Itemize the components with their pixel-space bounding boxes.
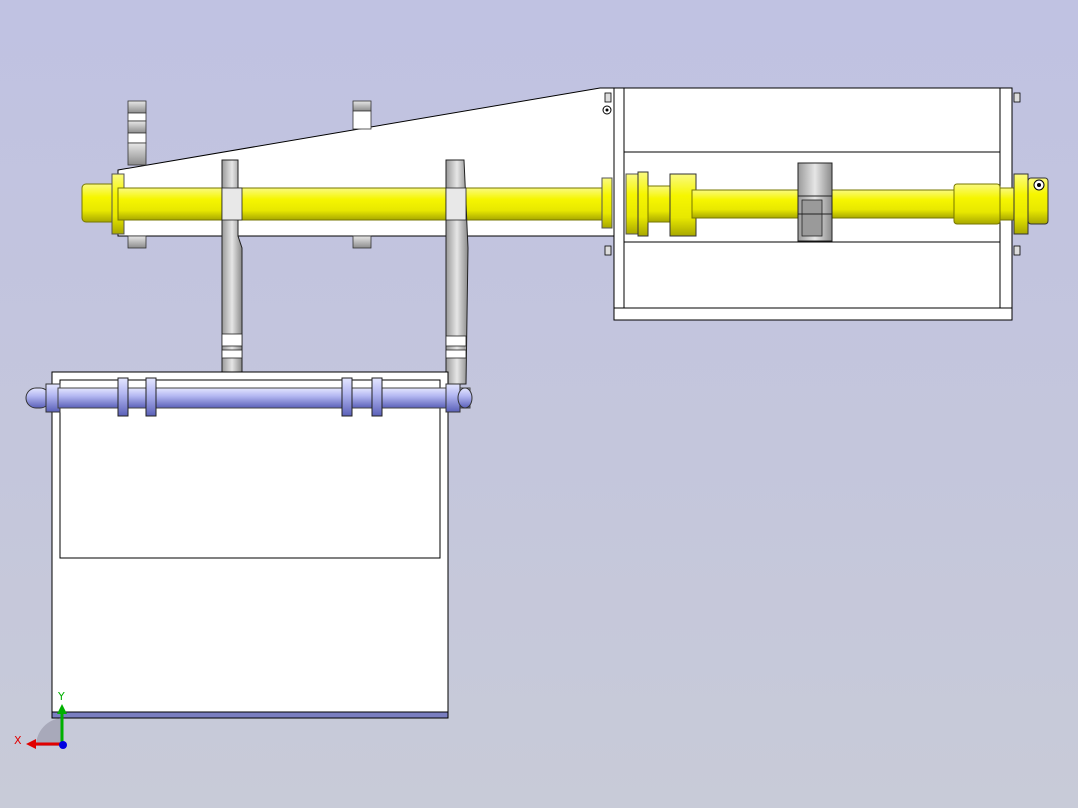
lower-frame[interactable] — [51, 371, 449, 719]
left-sprocket[interactable] — [127, 100, 147, 249]
y-axis-label: Y — [57, 690, 65, 703]
main-yellow-shaft[interactable] — [81, 173, 613, 235]
frame-bolts — [602, 92, 1021, 256]
right-lever-arm[interactable] — [445, 159, 469, 385]
left-lever-arm[interactable] — [221, 159, 243, 385]
center-sprocket[interactable] — [352, 100, 372, 249]
z-axis-dot — [59, 741, 67, 749]
shaft-collar[interactable] — [797, 162, 833, 242]
right-yellow-shaft[interactable] — [625, 171, 1049, 237]
lower-blue-shaft[interactable] — [25, 377, 473, 417]
x-axis-label: X — [14, 734, 22, 747]
coordinate-triad: Y X — [14, 690, 67, 749]
